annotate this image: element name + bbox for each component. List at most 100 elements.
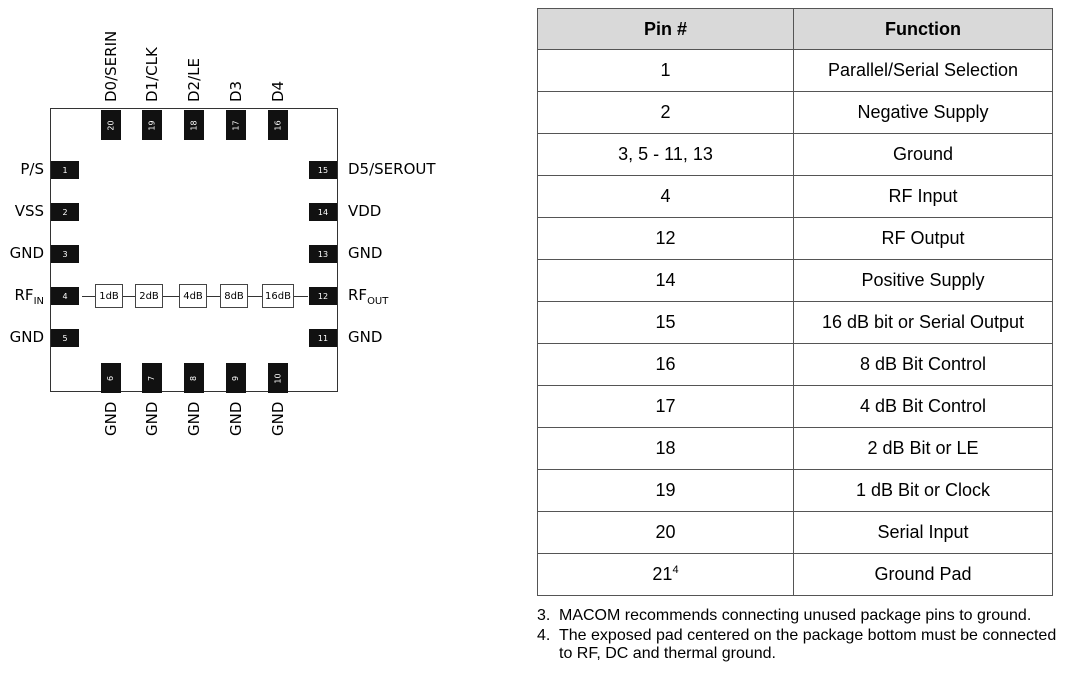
pin-label-text: GND <box>9 328 44 346</box>
pin-label-12: RFOUT <box>348 286 388 307</box>
pin-number: 8 <box>189 375 199 381</box>
pin-label-2: VSS <box>0 202 44 220</box>
pin-label-text: RF <box>14 286 34 304</box>
pin-label-subscript: IN <box>33 296 44 307</box>
pin-number-text: 18 <box>655 438 676 458</box>
pin-number-text: 14 <box>655 270 676 290</box>
pin-number-cell: 4 <box>537 175 794 218</box>
pin-number-text: 3, 5 - 11, 13 <box>618 144 713 164</box>
pin-label-text: GND <box>348 328 383 346</box>
pin-number: 16 <box>273 119 283 131</box>
pin-function-table: Pin # Function 1 Parallel/Serial Selectio… <box>537 8 1053 596</box>
pin-number-text: 4 <box>660 186 671 206</box>
footnote-text: The exposed pad centered on the package … <box>559 627 1057 662</box>
pin-function-cell: 1 dB Bit or Clock <box>793 469 1053 512</box>
pin-number-cell: 15 <box>537 301 794 344</box>
pin-function-cell: Parallel/Serial Selection <box>793 49 1053 92</box>
pin-function-cell: RF Input <box>793 175 1053 218</box>
pin-label-text: D5/SEROUT <box>348 160 436 178</box>
pin-label-text: P/S <box>20 160 44 178</box>
pin-number-cell: 12 <box>537 217 794 260</box>
pin-number-text: 1 <box>660 60 671 80</box>
pin-label-text: VDD <box>348 202 382 220</box>
pin-pad-5: 5 <box>51 329 79 347</box>
pin-number-cell: 19 <box>537 469 794 512</box>
footnote-number: 4. <box>537 627 551 644</box>
pin-number: 19 <box>147 119 157 131</box>
attenuator-1dB: 1dB <box>95 284 123 308</box>
pin-number-cell: 20 <box>537 511 794 554</box>
footnote: 4. The exposed pad centered on the packa… <box>537 627 1057 663</box>
pin-function-cell: 4 dB Bit Control <box>793 385 1053 428</box>
pin-label-text: GND <box>348 244 383 262</box>
pin-number-text: 16 <box>655 354 676 374</box>
pin-function-cell: Negative Supply <box>793 91 1053 134</box>
pin-pad-2: 2 <box>51 203 79 221</box>
pin-pad-7: 7 <box>142 363 162 393</box>
pin-number-text: 20 <box>655 522 676 542</box>
pin-label-13: GND <box>348 244 382 262</box>
pin-function-cell: RF Output <box>793 217 1053 260</box>
pin-number-cell: 16 <box>537 343 794 386</box>
pin-function-cell: Positive Supply <box>793 259 1053 302</box>
pin-pad-14: 14 <box>309 203 337 221</box>
table-row: 19 1 dB Bit or Clock <box>537 469 1053 512</box>
pin-label-14: VDD <box>348 202 381 220</box>
table-row: 18 2 dB Bit or LE <box>537 427 1053 470</box>
pin-label-4: RFIN <box>0 286 45 307</box>
pin-pad-13: 13 <box>309 245 337 263</box>
pin-label-20: D0/SERIN <box>102 30 120 102</box>
pin-function-cell: 2 dB Bit or LE <box>793 427 1053 470</box>
pin-pad-9: 9 <box>226 363 246 393</box>
pin-number-text: 21 <box>652 564 673 584</box>
pin-label-1: P/S <box>0 160 44 178</box>
pin-label-11: GND <box>348 328 382 346</box>
pin-number-text: 19 <box>655 480 676 500</box>
pin-label-text: RF <box>348 286 368 304</box>
pin-pad-1: 1 <box>51 161 79 179</box>
pin-function-cell: 16 dB bit or Serial Output <box>793 301 1053 344</box>
footnote-number: 3. <box>537 607 551 624</box>
pin-number: 7 <box>147 375 157 381</box>
table-row: 14 Positive Supply <box>537 259 1053 302</box>
pin-pad-17: 17 <box>226 110 246 140</box>
pin-pad-10: 10 <box>268 363 288 393</box>
pin-label-5: GND <box>0 328 44 346</box>
table-row: 3, 5 - 11, 13 Ground <box>537 133 1053 176</box>
attenuator-16dB: 16dB <box>262 284 294 308</box>
pin-label-19: D1/CLK <box>143 47 161 102</box>
pin-label-17: D3 <box>227 80 245 102</box>
pin-function-cell: Ground <box>793 133 1053 176</box>
table-header-row: Pin # Function <box>537 8 1053 50</box>
table-row: 15 16 dB bit or Serial Output <box>537 301 1053 344</box>
pin-label-3: GND <box>0 244 44 262</box>
pin-label-text: VSS <box>14 202 44 220</box>
pin-pad-11: 11 <box>309 329 337 347</box>
pin-pad-20: 20 <box>101 110 121 140</box>
footnote-text: MACOM recommends connecting unused packa… <box>559 607 1032 624</box>
pin-number-cell: 3, 5 - 11, 13 <box>537 133 794 176</box>
pin-pad-18: 18 <box>184 110 204 140</box>
pin-pad-4: 4 <box>51 287 79 305</box>
attenuator-4dB: 4dB <box>179 284 207 308</box>
pin-number-cell: 214 <box>537 553 794 596</box>
footnote-ref: 4 <box>672 564 679 576</box>
pin-pad-8: 8 <box>184 363 204 393</box>
pin-number: 17 <box>231 119 241 131</box>
pin-number: 6 <box>106 375 116 381</box>
pin-pad-3: 3 <box>51 245 79 263</box>
pin-pad-15: 15 <box>309 161 337 179</box>
pin-number-text: 2 <box>660 102 671 122</box>
pin-number-text: 15 <box>655 312 676 332</box>
pin-number-cell: 14 <box>537 259 794 302</box>
pin-number: 9 <box>231 375 241 381</box>
pin-label-subscript: OUT <box>367 296 389 307</box>
pin-label-text: GND <box>9 244 44 262</box>
table-row: 1 Parallel/Serial Selection <box>537 49 1053 92</box>
pin-label-15: D5/SEROUT <box>348 160 436 178</box>
pin-pad-19: 19 <box>142 110 162 140</box>
pin-number: 20 <box>106 119 116 131</box>
